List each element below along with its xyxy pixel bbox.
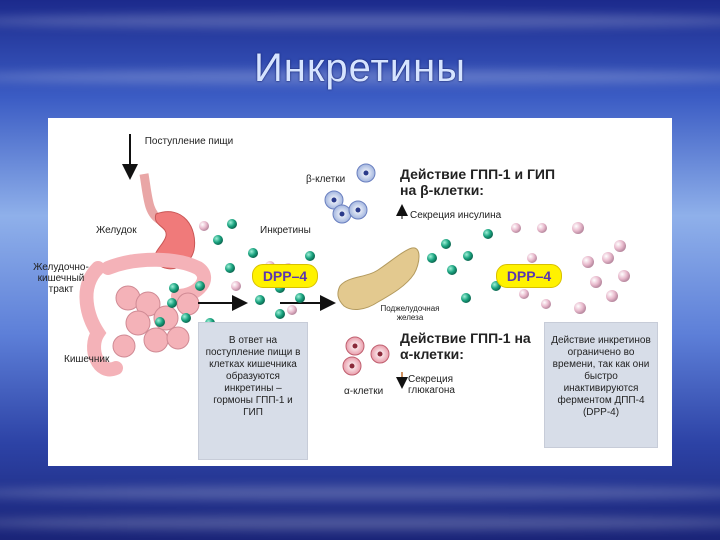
- incretin-release-box: В ответ на поступление пищи в клетках ки…: [198, 322, 308, 460]
- stomach-label: Желудок: [96, 225, 137, 236]
- slide-title: Инкретины: [253, 46, 466, 90]
- beta-cells-shape: [324, 163, 376, 224]
- intestine-label: Кишечник: [64, 354, 110, 365]
- alpha-action-heading: Действие ГПП-1 на α-клетки:: [400, 330, 531, 362]
- alpha-cells-label: α-клетки: [344, 386, 384, 397]
- incretins-label: Инкретины: [260, 225, 311, 236]
- diagram-graphics: [79, 134, 630, 389]
- gi-tract-label: Желудочно-кишечный тракт: [33, 262, 89, 295]
- beta-action-heading: Действие ГПП-1 и ГИП на β-клетки:: [400, 166, 556, 198]
- insulin-secretion-label: Секреция инсулина: [410, 210, 502, 221]
- alpha-cells-shape: [342, 336, 390, 376]
- glucagon-secretion-label: Секреция глюкагона: [408, 374, 455, 396]
- diagram-panel: Поступление пищи Желудок Желудочно-кишеч…: [33, 118, 672, 466]
- incretin-limit-box: Действие инкретинов ограничено во времен…: [544, 322, 658, 448]
- inactive-incretin-particles: [199, 221, 630, 315]
- beta-cells-label: β-клетки: [306, 174, 346, 185]
- food-intake-label: Поступление пищи: [144, 136, 234, 147]
- dpp4-badge-right: DPP–4: [496, 264, 562, 288]
- pancreas-label: Поджелудочная железа: [380, 304, 440, 322]
- dpp4-badge-left: DPP–4: [252, 264, 318, 288]
- pancreas-shape: [337, 247, 420, 310]
